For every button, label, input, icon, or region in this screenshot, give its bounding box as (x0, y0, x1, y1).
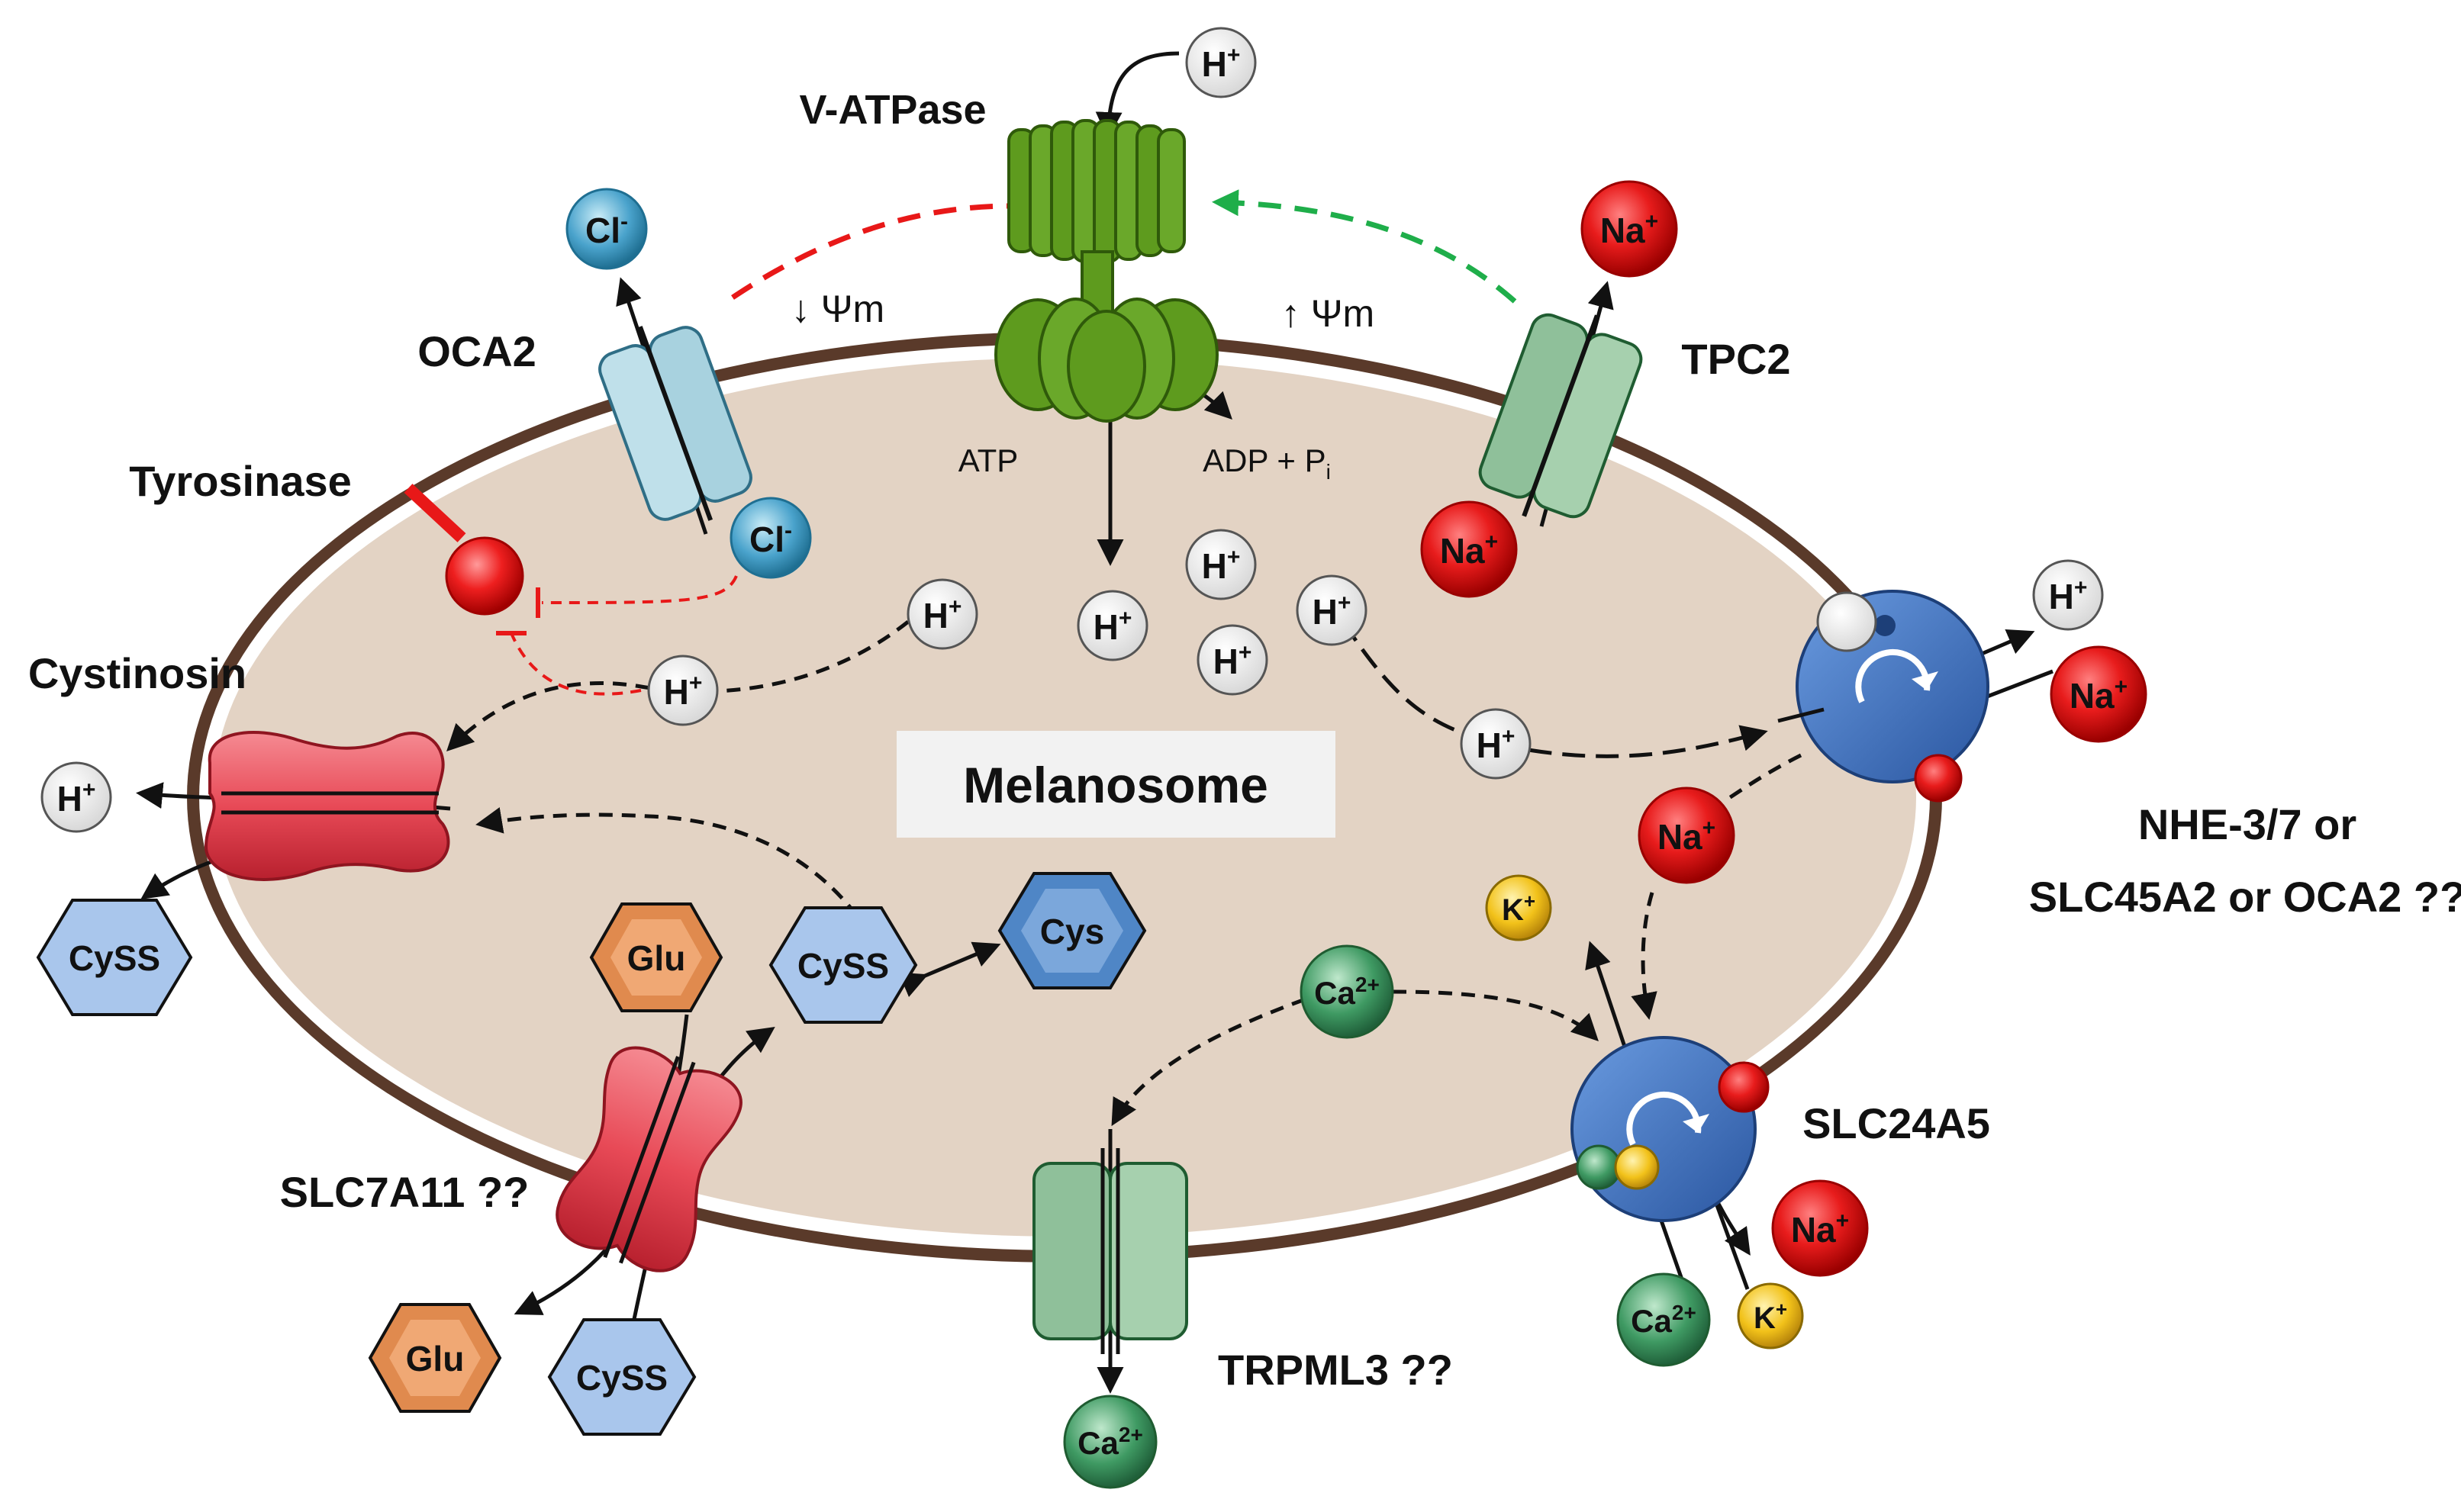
proton-ion: H+ (1185, 529, 1257, 600)
cystine-molecule: CySS (768, 906, 918, 1024)
svg-text:H+: H+ (1213, 640, 1252, 681)
svg-text:Na+: Na+ (1440, 529, 1498, 571)
svg-text:H+: H+ (1202, 43, 1241, 84)
svg-text:H+: H+ (57, 777, 96, 819)
cystinosin-label: Cystinosin (28, 649, 246, 697)
arrow-slc24a5-k-in (1585, 941, 1632, 1061)
arrow-slc24a5-k-out-line (1715, 1205, 1750, 1290)
arrow-ca-to-trpml3 (1111, 997, 1306, 1127)
svg-text:Cl-: Cl- (749, 518, 792, 559)
tpc2-channel (1478, 313, 1643, 519)
tyrosinase-inhibitions (496, 575, 738, 696)
proton-ion: H+ (1197, 624, 1268, 696)
slc24a5-exchanger (1570, 1036, 1770, 1222)
arrow-cyss-to-cystinosin (475, 807, 872, 936)
slc24a5-label: SLC24A5 (1802, 1099, 1990, 1147)
psi-up-label: ↑ Ψm (1281, 292, 1374, 335)
svg-text:H+: H+ (923, 594, 962, 635)
calcium-ion: Ca2+ (1300, 944, 1394, 1039)
svg-text:CySS: CySS (69, 938, 160, 978)
svg-text:Cys: Cys (1040, 912, 1104, 951)
svg-text:CySS: CySS (576, 1358, 668, 1398)
proton-ion: H+ (2032, 559, 2104, 631)
proton-ion: H+ (907, 578, 978, 650)
nhe-label-line1: NHE-3/7 or (2138, 800, 2356, 848)
arrow-cyss-cys (898, 941, 1001, 997)
proton-ion: H+ (1296, 574, 1367, 646)
oca2-channel (598, 326, 752, 521)
potassium-ion: K+ (1485, 874, 1552, 941)
svg-text:H+: H+ (1313, 590, 1351, 632)
title-box: Melanosome (897, 731, 1335, 838)
v-atpase: V-ATPase ATP ADP + Pi ↓ Ψm ↑ Ψm (791, 87, 1374, 484)
svg-text:K+: K+ (1502, 890, 1535, 927)
melanosome-title: Melanosome (963, 757, 1268, 813)
proton-ion: H+ (40, 761, 112, 833)
svg-text:K+: K+ (1754, 1298, 1787, 1335)
cystine-molecule: CySS (547, 1318, 697, 1436)
arrow-nhe-na-lumen (1723, 753, 1802, 803)
svg-text:Na+: Na+ (1791, 1208, 1849, 1250)
arrow-h-into-vatpase (1095, 51, 1180, 139)
svg-text:Ca2+: Ca2+ (1077, 1423, 1143, 1461)
calcium-ion: Ca2+ (1616, 1272, 1711, 1367)
svg-text:H+: H+ (1094, 606, 1132, 647)
chloride-ion: Cl- (565, 188, 648, 270)
svg-text:CySS: CySS (797, 946, 889, 986)
sodium-ion: Na+ (1580, 180, 1678, 278)
svg-text:Na+: Na+ (1657, 816, 1715, 857)
chloride-ion: Cl- (730, 497, 812, 579)
oca2-label: OCA2 (417, 327, 536, 375)
arrow-h-to-cystinosin (446, 620, 910, 751)
proton-ion: H+ (1185, 27, 1257, 98)
glutamate-molecule: Glu (589, 902, 723, 1012)
svg-text:Na+: Na+ (2070, 674, 2128, 716)
proton-ion: H+ (647, 655, 719, 726)
calcium-ion: Ca2+ (1063, 1395, 1158, 1489)
proton-ion: H+ (1460, 708, 1532, 780)
nhe-exchanger (1777, 590, 1989, 803)
v-atpase-label: V-ATPase (799, 87, 986, 133)
cysteine-molecule: Cys (997, 872, 1147, 989)
tpc2-activates-vatpase (1212, 189, 1517, 304)
sodium-ion: Na+ (1771, 1179, 1869, 1277)
tpc2-label: TPC2 (1681, 335, 1790, 383)
arrow-nhe-h-out (1976, 629, 2035, 658)
psi-down-label: ↓ Ψm (791, 288, 884, 330)
svg-text:H+: H+ (2049, 575, 2088, 616)
oca2-inhibits-vatpase (731, 172, 1023, 300)
sodium-ion: Na+ (1638, 787, 1735, 884)
svg-text:Glu: Glu (627, 938, 686, 978)
slc7a11-transporter (556, 1046, 742, 1272)
sodium-ion: Na+ (1420, 500, 1518, 598)
glutamate-molecule: Glu (368, 1303, 502, 1413)
svg-text:Na+: Na+ (1600, 209, 1658, 250)
adp-label: ADP + Pi (1203, 442, 1331, 484)
svg-text:Cl-: Cl- (585, 209, 628, 250)
sodium-ion: Na+ (2050, 645, 2147, 743)
svg-text:Ca2+: Ca2+ (1314, 973, 1380, 1011)
tyrosinase (404, 484, 524, 616)
svg-text:H+: H+ (1477, 724, 1516, 765)
cystine-molecule: CySS (36, 899, 193, 1016)
svg-text:Glu: Glu (406, 1339, 465, 1378)
arrow-ca-to-slc24a5 (1392, 989, 1599, 1041)
potassium-ion: K+ (1737, 1282, 1804, 1350)
tyrosinase-label: Tyrosinase (129, 457, 352, 505)
cystinosin-transporter (204, 731, 450, 881)
trpml3-label: TRPML3 ?? (1218, 1346, 1453, 1394)
trpml3-channel (1032, 1148, 1188, 1354)
slc7a11-label: SLC7A11 ?? (280, 1168, 530, 1216)
svg-text:H+: H+ (664, 671, 703, 712)
proton-ion: H+ (1077, 590, 1148, 661)
svg-text:H+: H+ (1202, 545, 1241, 586)
atp-label: ATP (958, 442, 1019, 478)
svg-text:Ca2+: Ca2+ (1631, 1301, 1696, 1339)
nhe-label-line2: SLC45A2 or OCA2 ?? (2029, 873, 2461, 921)
